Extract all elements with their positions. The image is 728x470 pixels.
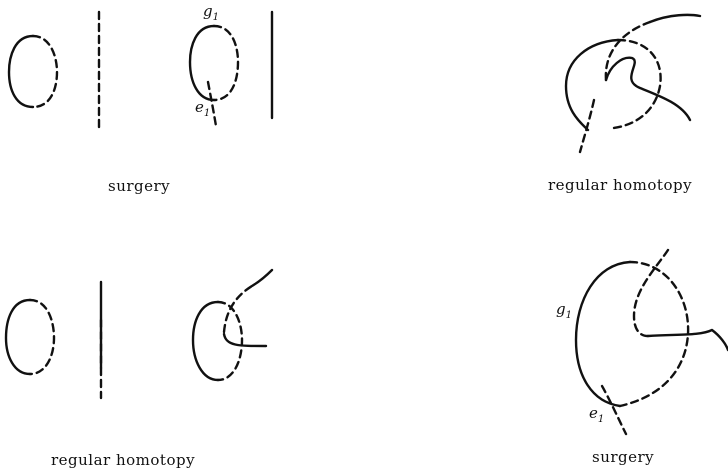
caption-bottom-left: regular homotopy [51,451,195,469]
arc-e1 [206,80,218,128]
caption-bottom-right: surgery [592,448,654,466]
oval-left-solid-arc [7,34,35,109]
loop-dashed-arc [612,38,662,130]
strand-solid-top [648,13,702,24]
strand-dashed-inner [632,248,670,338]
strand-dashed-up [604,20,652,82]
inner-hook-solid [222,332,268,348]
loop-solid-arc [574,260,632,408]
oval-left-dashed-arc [31,34,59,109]
arc-e1 [600,384,628,436]
oval-g1-dashed-arc [212,24,240,102]
panel-bottom-left: regular homotopy [4,268,274,469]
oval-dashed-arc [216,300,244,382]
panel-top-left: g1 e1 surgery [7,2,274,195]
strand-solid-right [646,328,728,352]
strand-dashed-up [222,284,254,334]
caption-top-left: surgery [108,177,170,195]
strand-solid-top [250,268,274,288]
oval-left-dashed-arc [28,298,56,376]
oval-g1-solid-arc [188,24,216,102]
panel-bottom-right: g1 e1 surgery [556,248,728,466]
loop-solid-arc [564,38,620,132]
caption-top-right: regular homotopy [548,176,692,194]
oval-solid-arc [191,300,220,382]
label-g1: g1 [556,300,572,321]
panel-top-right: regular homotopy [548,13,702,194]
strand-dashed-down [578,98,596,154]
inner-hook-solid [604,56,692,122]
label-e1: e1 [589,404,604,425]
oval-left-solid-arc [4,298,32,376]
label-g1: g1 [203,2,219,23]
label-e1: e1 [195,98,210,119]
